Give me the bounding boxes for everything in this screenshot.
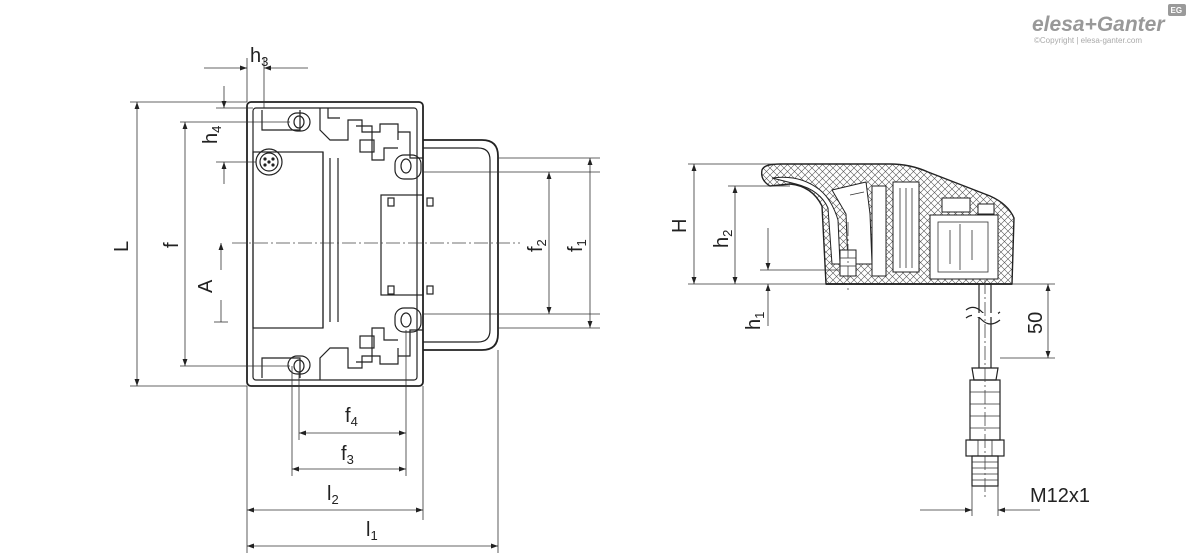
- left-column: [252, 151, 324, 329]
- label-H: H: [669, 219, 691, 233]
- logo-brand-text: elesa+Ganter: [1032, 13, 1166, 36]
- front-body-outline: [246, 101, 424, 387]
- front-view: h3 h4 L f A f2 f1 f4 f3 l2 l1: [111, 45, 600, 553]
- electronics-cavity: [929, 214, 999, 280]
- connector-socket-icon: [255, 148, 283, 176]
- bottom-slot-hole: [287, 355, 311, 375]
- logo-badge-icon: [1168, 4, 1186, 16]
- label-thread: M12x1: [1030, 485, 1090, 507]
- label-f1: f1: [565, 239, 589, 252]
- logo-copyright-text: ©Copyright | elesa-ganter.com: [1034, 36, 1142, 45]
- label-f: f: [161, 242, 183, 248]
- label-f3: f3: [341, 443, 354, 467]
- label-h2: h2: [711, 230, 735, 248]
- label-f2: f2: [525, 239, 549, 252]
- upper-mount-hole: [394, 154, 422, 180]
- label-50: 50: [1025, 312, 1047, 334]
- label-h1: h1: [743, 312, 767, 330]
- front-body-inner: [252, 107, 418, 381]
- brand-logo: elesa+Ganter ©Copyright | elesa-ganter.c…: [1032, 4, 1186, 45]
- label-h3: h3: [250, 45, 268, 69]
- label-L: L: [111, 241, 133, 252]
- side-view: H h2 h1 50 M12x1: [669, 163, 1090, 516]
- label-l2: l2: [327, 483, 339, 507]
- label-l1: l1: [366, 519, 378, 543]
- label-h4: h4: [200, 126, 224, 144]
- label-A: A: [195, 279, 217, 293]
- lower-mount-hole: [394, 307, 422, 333]
- logo-badge-text: EG: [1171, 6, 1183, 15]
- handle-bow: [423, 139, 499, 351]
- inner-panel: [380, 194, 424, 296]
- label-f4: f4: [345, 405, 358, 429]
